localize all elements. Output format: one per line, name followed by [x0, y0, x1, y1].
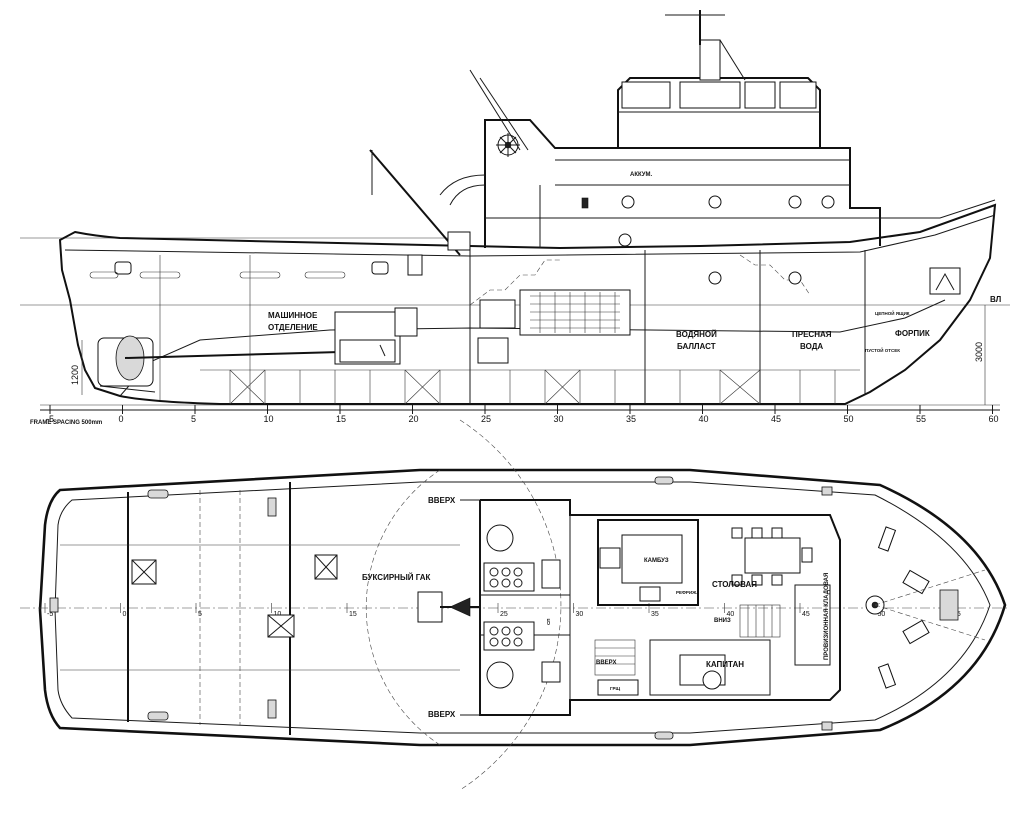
porthole	[708, 271, 722, 285]
tow-arch	[439, 174, 486, 196]
porthole	[788, 271, 802, 285]
provision-store-label: ПРОВИЗИОННАЯ КЛАДОВАЯ	[824, 573, 830, 660]
fresh-water-label-1: ПРЕСНАЯ	[792, 330, 832, 339]
frame-tick-label: 20	[409, 414, 419, 424]
frame-tick-label: 60	[989, 414, 999, 424]
side-profile-view: 1200 МАШИННОЕ ОТДЕЛЕНИЕ	[20, 10, 1010, 426]
plan-side-bollards	[654, 476, 833, 740]
engine-casing-equipment	[483, 524, 561, 689]
mess-room-table	[731, 527, 813, 586]
plan-frame-tick-label: 0	[123, 611, 127, 618]
towing-hook-label: БУКСИРНЫЙ ГАК	[362, 573, 431, 582]
empty-compartment-label: ПУСТОЙ ОТСЕК	[865, 346, 900, 353]
provision-store-room	[794, 584, 831, 666]
plan-frame-tick-label: -5	[47, 611, 53, 618]
deck-crane	[369, 149, 471, 256]
frame-tick-label: 40	[699, 414, 709, 424]
stairs-aft	[469, 259, 560, 306]
frame-tick-label: 45	[771, 414, 781, 424]
frame-tick-label: 50	[844, 414, 854, 424]
bulwark-openings	[89, 271, 346, 279]
switchboard-label: ГРЩ	[610, 686, 621, 691]
wheelhouse	[617, 10, 821, 148]
plan-frame-tick-label: 50	[878, 611, 886, 618]
battery-room-label: АККУМ.	[630, 172, 653, 178]
engine-room-label-1: МАШИННОЕ	[268, 311, 318, 320]
deck-hatches	[131, 554, 338, 638]
plan-frame-tick-label: 30	[576, 611, 584, 618]
plan-frame-tick-label: 35	[651, 611, 659, 618]
refrigerator-label: РЕФРИЖ.	[676, 590, 697, 595]
mess-room-label: СТОЛОВАЯ	[712, 580, 757, 589]
towing-hook	[417, 591, 480, 623]
plan-frame-tick-label: 40	[727, 611, 735, 618]
double-bottom-structure	[200, 369, 860, 405]
dimension-1200-label: 1200	[70, 365, 80, 385]
propeller-nozzle	[97, 335, 341, 393]
deckhouse	[484, 119, 881, 248]
stairs-down	[739, 604, 781, 638]
frame-tick-label: 25	[481, 414, 491, 424]
frame-tick-label: 55	[916, 414, 926, 424]
forepeak-label: ФОРПИК	[895, 329, 930, 338]
frame-tick-label: 0	[119, 414, 124, 424]
frame-spacing-note: FRAME SPACING 500mm	[30, 420, 102, 426]
casing-side-label: СП	[546, 619, 551, 625]
stairs-fwd	[739, 254, 811, 296]
ladder-up-label-bottom: ВВЕРХ	[428, 710, 456, 719]
hull-outline	[58, 203, 997, 405]
plan-hull-outline	[38, 468, 1007, 747]
chain-locker-label: ЦЕПНОЙ ЯЩИК	[875, 309, 910, 316]
anchor-windlass	[865, 526, 986, 689]
generator-sets	[477, 289, 631, 364]
ladder-up-label-top: ВВЕРХ	[428, 496, 456, 505]
frame-tick-label: 15	[336, 414, 346, 424]
fresh-water-label-2: ВОДА	[800, 342, 823, 351]
frame-tick-label: 35	[626, 414, 636, 424]
down-label: ВНИЗ	[714, 618, 731, 624]
water-ballast-label-2: БАЛЛАСТ	[677, 342, 716, 351]
plan-frame-tick-label: 15	[349, 611, 357, 618]
water-ballast-label-1: ВОДЯНОЙ	[676, 330, 717, 339]
up-mid-label: ВВЕРХ	[596, 660, 616, 666]
captain-label: КАПИТАН	[706, 660, 744, 669]
frame-tick-label: -5	[46, 414, 54, 424]
frame-tick-label: 30	[554, 414, 564, 424]
stairs-up-mid	[594, 639, 636, 676]
dimension-3000-label: 3000	[974, 342, 984, 362]
deckhouse-portholes	[581, 195, 835, 247]
plan-frame-tick-label: 45	[802, 611, 810, 618]
tow-hook-swing-arc	[365, 469, 441, 746]
main-engine	[334, 307, 418, 365]
frame-scale-ticks: -5 0 5 10 15 20 25 30 35 40 45 50 55 60	[46, 405, 999, 424]
sheer-line	[64, 214, 996, 257]
galley-room	[597, 519, 699, 606]
captain-cabin	[649, 639, 771, 696]
plan-deckhouse	[479, 499, 841, 716]
engine-room-label-2: ОТДЕЛЕНИЕ	[268, 323, 318, 332]
plan-frame-tick-label: 25	[500, 611, 508, 618]
deck-fittings	[114, 254, 961, 295]
frame-tick-label: 10	[264, 414, 274, 424]
frame-tick-label: 5	[191, 414, 196, 424]
galley-label: КАМБУЗ	[644, 558, 669, 564]
plan-bollards	[49, 489, 277, 721]
exhaust-stack	[469, 69, 521, 151]
waterline-label: ВЛ	[990, 295, 1002, 304]
